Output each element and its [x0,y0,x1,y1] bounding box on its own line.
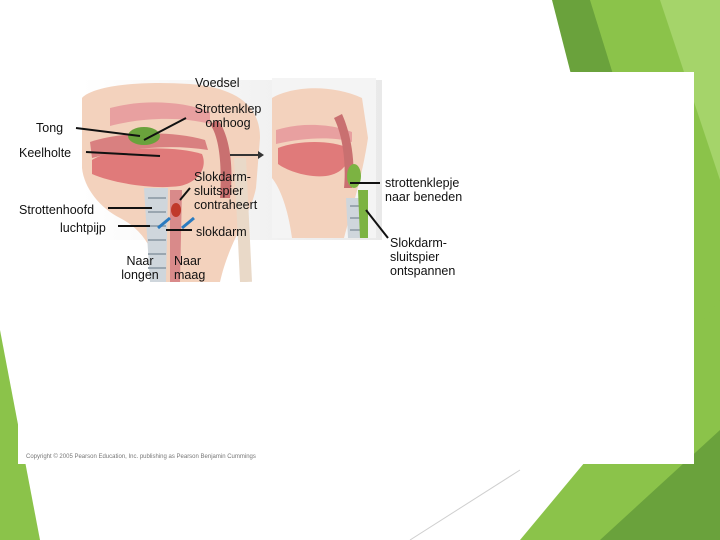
label-slokdarm-sluitspier-ontspannen: Slokdarm- sluitspier ontspannen [390,236,455,278]
label-voedsel: Voedsel [195,76,240,90]
label-line: naar beneden [385,190,463,204]
label-strottenhoofd: Strottenhoofd [19,203,95,217]
copyright-notice: Copyright © 2005 Pearson Education, Inc.… [26,454,256,460]
label-line: omhoog [205,116,251,130]
label-naar-longen: Naar longen [114,254,166,282]
label-line: contraheert [194,198,258,212]
transition-arrow [230,151,264,159]
label-strottenklepje-naar-beneden: strottenklepje naar beneden [385,176,462,204]
label-line: strottenklepje [385,176,460,190]
illustration-swallow-phase-2 [272,78,376,238]
label-line: Naar [126,254,154,268]
label-line: Slokdarm- [390,236,447,250]
label-tong: Tong [36,121,64,135]
label-line: Strottenklep [194,102,262,116]
label-line: Naar [174,254,202,268]
label-line: longen [121,268,159,282]
label-slokdarm-sluitspier-contraheert: Slokdarm- sluitspier contraheert [194,170,257,212]
label-line: ontspannen [390,264,456,278]
label-luchtpijp: luchtpijp [60,221,106,235]
label-keelholte: Keelholte [19,146,72,160]
label-naar-maag: Naar maag [174,254,205,282]
label-line: sluitspier [390,250,440,264]
label-line: sluitspier [194,184,244,198]
label-line: Slokdarm- [194,170,251,184]
label-line: maag [174,268,206,282]
label-strottenklep-omhoog: Strottenklep omhoog [186,102,270,130]
label-slokdarm: slokdarm [196,225,247,239]
